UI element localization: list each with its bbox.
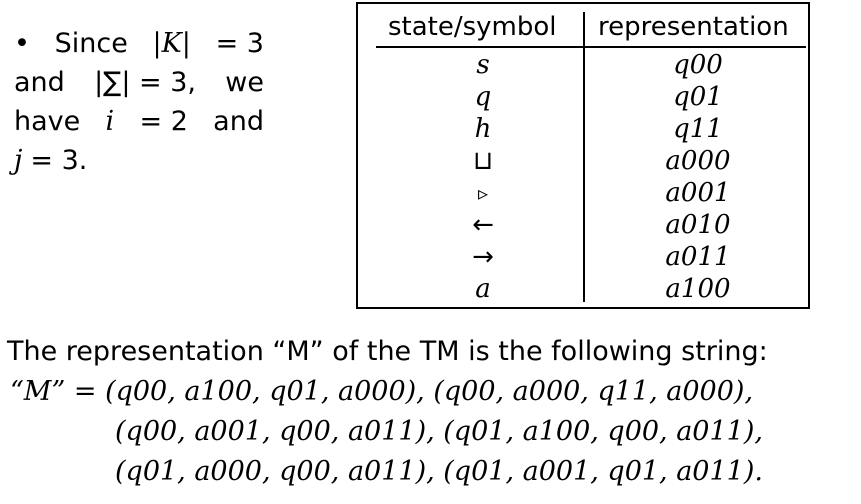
table-header-symbol: state/symbol [388, 12, 557, 42]
table-cell-rep: q11 [673, 114, 723, 144]
math-i: i [105, 106, 115, 137]
representation-table: state/symbol representation s q00 q q01 … [356, 2, 810, 309]
table-cell-rep: a000 [665, 146, 731, 176]
bullet-text: = 2 [139, 106, 188, 137]
table-cell-rep: a001 [665, 178, 731, 208]
equation-line-2: (q00, a001, q00, a011), (q01, a100, q00,… [115, 416, 763, 447]
bullet-text: Since [54, 28, 128, 59]
table-cell-symbol: s [476, 50, 490, 80]
bullet-line-1: • Since |K| = 3 [14, 24, 264, 63]
equation-lhs: “M” = [10, 376, 97, 407]
math-sigma-cardinality: |∑| = 3, [94, 67, 197, 98]
bullet-line-2: and |∑| = 3, we [14, 63, 264, 102]
representation-equation: “M” = (q00, a100, q01, a000), (q00, a000… [10, 372, 753, 412]
table-cell-symbol: a [475, 274, 491, 304]
bullet-line-3: have i = 2 and [14, 102, 264, 141]
table-cell-symbol: ← [472, 210, 494, 240]
bullet-text: we [225, 67, 264, 98]
table-cell-symbol: h [474, 114, 492, 144]
table-header-representation: representation [598, 12, 789, 42]
table-column-rule [583, 12, 585, 302]
bullet-text: and [213, 106, 264, 137]
bullet-text: = 3. [30, 145, 88, 176]
table-cell-rep: q01 [673, 82, 723, 112]
table-cell-symbol: q [474, 82, 492, 112]
equation-line-1: (q00, a100, q01, a000), (q00, a000, q11,… [105, 376, 754, 407]
table-cell-rep: a010 [665, 210, 731, 240]
table-cell-rep: a100 [665, 274, 731, 304]
table-header-rule [376, 46, 806, 48]
representation-intro: The representation “M” of the TM is the … [7, 336, 768, 367]
bullet-text: have [14, 106, 81, 137]
bullet-text: and [14, 67, 65, 98]
table-cell-rep: a011 [665, 242, 731, 272]
bullet-paragraph: • Since |K| = 3 and |∑| = 3, we have i =… [14, 24, 264, 180]
bullet-line-4: j = 3. [14, 141, 264, 180]
table-cell-symbol: → [472, 242, 494, 272]
math-k-cardinality: |K| [152, 28, 191, 59]
bullet-marker: • [14, 28, 30, 59]
table-cell-rep: q00 [673, 50, 723, 80]
table-cell-symbol: ⊔ [472, 146, 494, 176]
math-j: j [14, 145, 23, 176]
bullet-text: = 3 [215, 28, 264, 59]
table-cell-symbol: ▹ [477, 181, 489, 205]
equation-line-3: (q01, a000, q00, a011), (q01, a001, q01,… [115, 456, 763, 487]
